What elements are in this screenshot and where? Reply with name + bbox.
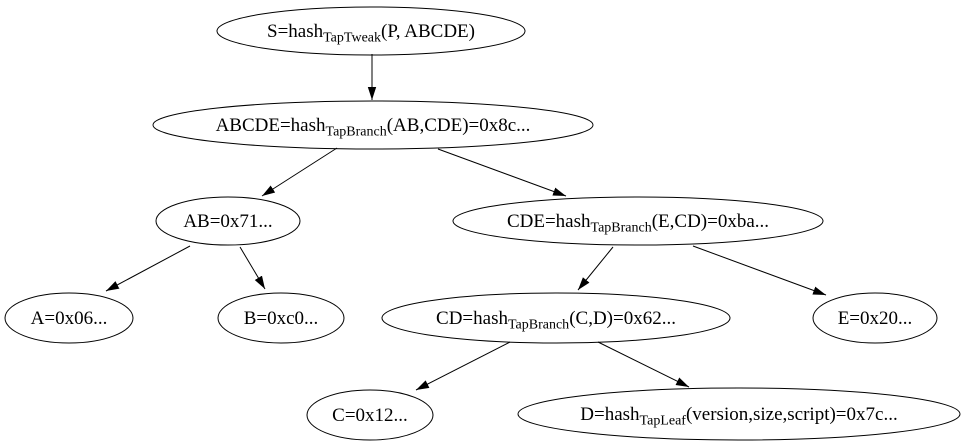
node-S-ellipse [216, 6, 526, 56]
node-B-label: B=0xc0... [244, 308, 319, 329]
node-S: S=hashTapTweak(P, ABCDE) [216, 6, 526, 56]
node-D: D=hashTapLeaf(version,size,script)=0x7c.… [517, 387, 961, 441]
node-C-label: C=0x12... [332, 405, 408, 426]
node-A-ellipse [4, 292, 134, 344]
node-ABCDE-label: ABCDE=hashTapBranch(AB,CDE)=0x8c... [216, 115, 531, 140]
node-A-label: A=0x06... [31, 308, 108, 329]
edge-AB-B [239, 246, 266, 290]
edge-ABCDE-CDE [437, 148, 567, 197]
node-E-ellipse [812, 292, 938, 344]
edge-CDE-E [692, 245, 827, 296]
node-CDE-label: CDE=hashTapBranch(E,CD)=0xba... [507, 211, 769, 236]
node-C-ellipse [306, 389, 434, 441]
node-AB-label: AB=0x71... [183, 211, 272, 232]
node-A: A=0x06... [4, 292, 134, 344]
node-S-label: S=hashTapTweak(P, ABCDE) [267, 21, 475, 46]
node-B-ellipse [217, 292, 345, 344]
node-ABCDE: ABCDE=hashTapBranch(AB,CDE)=0x8c... [152, 100, 594, 150]
node-AB-ellipse [155, 196, 301, 246]
node-CDE-ellipse [452, 196, 824, 246]
node-ABCDE-ellipse [152, 100, 594, 150]
node-E: E=0x20... [812, 292, 938, 344]
node-CD: CD=hashTapBranch(C,D)=0x62... [381, 292, 731, 344]
node-C: C=0x12... [306, 389, 434, 441]
edge-CD-D [597, 341, 690, 388]
node-CD-label: CD=hashTapBranch(C,D)=0x62... [436, 308, 676, 333]
node-CD-ellipse [381, 292, 731, 344]
node-CDE: CDE=hashTapBranch(E,CD)=0xba... [452, 196, 824, 246]
edge-CD-C [415, 341, 511, 391]
node-B: B=0xc0... [217, 292, 345, 344]
node-E-label: E=0x20... [838, 308, 913, 329]
edge-AB-A [105, 245, 191, 292]
node-D-ellipse [517, 387, 961, 441]
edge-CDE-CD [577, 246, 614, 291]
node-D-label: D=hashTapLeaf(version,size,script)=0x7c.… [580, 404, 897, 429]
node-AB: AB=0x71... [155, 196, 301, 246]
edge-ABCDE-AB [261, 147, 338, 197]
